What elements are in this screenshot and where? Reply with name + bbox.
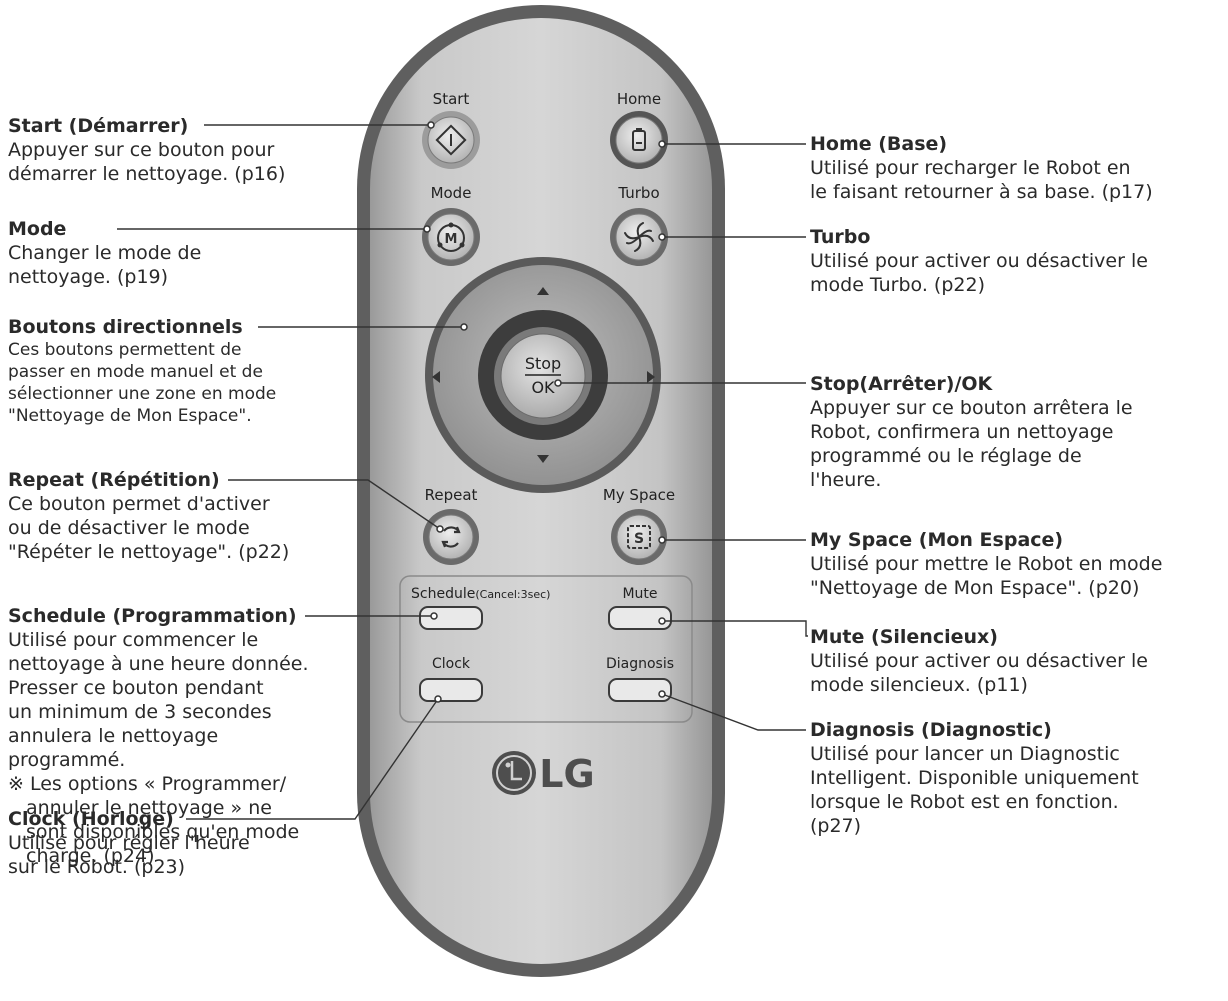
- start-button[interactable]: [422, 111, 480, 169]
- callout-repeat: Repeat (Répétition) Ce bouton permet d'a…: [8, 468, 348, 564]
- start-label: Start: [433, 90, 470, 108]
- repeat-icon: [441, 526, 461, 548]
- lg-logo-icon: LG: [492, 751, 595, 796]
- callout-desc: Appuyer sur ce bouton arrêtera le Robot,…: [810, 397, 1133, 491]
- callout-schedule: Schedule (Programmation) Utilisé pour co…: [8, 604, 358, 868]
- lower-button-panel: [399, 575, 693, 723]
- clock-label: Clock: [432, 656, 471, 672]
- svg-text:LG: LG: [539, 752, 594, 796]
- callout-desc: Ce bouton permet d'activer ou de désacti…: [8, 493, 290, 563]
- callout-desc: Utilisé pour activer ou désactiver le mo…: [810, 650, 1148, 696]
- my-space-button[interactable]: S: [611, 509, 667, 565]
- my-space-label: My Space: [603, 486, 675, 504]
- callout-title: Mode: [8, 218, 67, 240]
- leader-dots: [423, 121, 666, 703]
- callout-title: Turbo: [810, 226, 871, 248]
- leader-lines: [117, 124, 808, 820]
- turbo-button[interactable]: [610, 208, 668, 266]
- callout-directional: Boutons directionnels Ces boutons permet…: [8, 315, 338, 427]
- callout-desc: Ces boutons permettent de passer en mode…: [8, 340, 277, 426]
- my-space-icon: S: [627, 525, 651, 549]
- schedule-label: Schedule(Cancel:3sec): [411, 586, 550, 602]
- svg-text:S: S: [634, 531, 644, 547]
- svg-text:M: M: [445, 232, 458, 247]
- mode-label: Mode: [431, 184, 472, 202]
- diagnosis-button[interactable]: [608, 678, 672, 702]
- callout-title: Start (Démarrer): [8, 115, 189, 137]
- repeat-button[interactable]: [423, 509, 479, 565]
- battery-icon: [632, 128, 646, 151]
- leader-repeat: [228, 479, 441, 530]
- arrow-up-icon[interactable]: [537, 287, 549, 295]
- mode-cycle-icon: M: [437, 222, 465, 252]
- stop-label: Stop: [525, 354, 561, 373]
- mute-label: Mute: [622, 586, 657, 602]
- callout-clock: Clock (Horloge) Utilisé pour régler l'he…: [8, 807, 308, 879]
- callout-desc: Utilisé pour régler l'heure sur le Robot…: [8, 832, 250, 878]
- callout-desc: Utilisé pour commencer le nettoyage à un…: [8, 629, 309, 771]
- callout-my-space: My Space (Mon Espace) Utilisé pour mettr…: [810, 528, 1225, 600]
- leader-clock: [186, 698, 439, 820]
- callout-stop-ok: Stop(Arrêter)/OK Appuyer sur ce bouton a…: [810, 372, 1220, 492]
- callout-title: Diagnosis (Diagnostic): [810, 719, 1052, 741]
- leader-mute: [662, 620, 808, 637]
- arrow-right-icon[interactable]: [647, 371, 655, 383]
- callout-title: Mute (Silencieux): [810, 626, 998, 648]
- schedule-button[interactable]: [419, 606, 483, 630]
- callout-desc: Changer le mode de nettoyage. (p19): [8, 242, 202, 288]
- arrow-left-icon[interactable]: [432, 371, 440, 383]
- callout-mute: Mute (Silencieux) Utilisé pour activer o…: [810, 625, 1220, 697]
- callout-turbo: Turbo Utilisé pour activer ou désactiver…: [810, 225, 1220, 297]
- callout-home: Home (Base) Utilisé pour recharger le Ro…: [810, 132, 1220, 204]
- callout-note: ※ Les options « Programmer/ annuler le n…: [8, 773, 300, 867]
- callout-desc: Appuyer sur ce bouton pour démarrer le n…: [8, 139, 286, 185]
- clock-button[interactable]: [419, 678, 483, 702]
- callout-diagnosis: Diagnosis (Diagnostic) Utilisé pour lanc…: [810, 718, 1220, 838]
- start-icon: [435, 124, 467, 156]
- callout-title: Repeat (Répétition): [8, 469, 220, 491]
- callout-desc: Utilisé pour lancer un Diagnostic Intell…: [810, 743, 1139, 837]
- callout-desc: Utilisé pour recharger le Robot en le fa…: [810, 157, 1153, 203]
- stop-ok-button[interactable]: [494, 327, 592, 425]
- turbo-label: Turbo: [617, 184, 659, 202]
- callout-desc: Utilisé pour activer ou désactiver le mo…: [810, 250, 1148, 296]
- callout-title: Schedule (Programmation): [8, 605, 297, 627]
- callout-title: Home (Base): [810, 133, 948, 155]
- leader-diagnosis: [661, 693, 806, 731]
- turbo-fan-icon: [624, 222, 654, 252]
- repeat-label: Repeat: [425, 486, 478, 504]
- home-label: Home: [617, 90, 661, 108]
- callout-desc: Utilisé pour mettre le Robot en mode "Ne…: [810, 553, 1163, 599]
- mute-button[interactable]: [608, 606, 672, 630]
- arrow-down-icon[interactable]: [537, 455, 549, 463]
- callout-title: Boutons directionnels: [8, 316, 243, 338]
- callout-title: My Space (Mon Espace): [810, 529, 1064, 551]
- ok-label: OK: [531, 378, 555, 397]
- callout-title: Clock (Horloge): [8, 808, 174, 830]
- diagnosis-label: Diagnosis: [606, 656, 674, 672]
- home-button[interactable]: [610, 111, 668, 169]
- mode-button[interactable]: M: [422, 208, 480, 266]
- callout-start: Start (Démarrer) Appuyer sur ce bouton p…: [8, 114, 338, 186]
- callout-title: Stop(Arrêter)/OK: [810, 373, 993, 395]
- callout-mode: Mode Changer le mode de nettoyage. (p19): [8, 217, 308, 289]
